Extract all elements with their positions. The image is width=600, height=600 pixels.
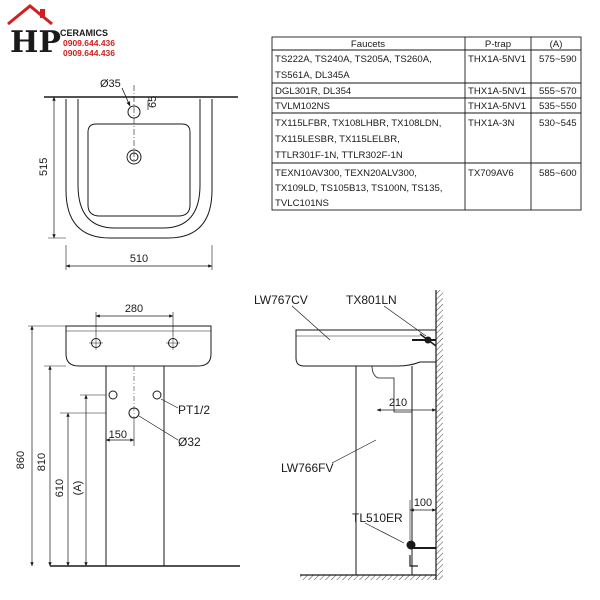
table-row: TS222A, TS240A, TS205A, TS260A, TS561A, … xyxy=(275,54,577,81)
angle-valve-handle xyxy=(419,333,437,347)
logo-name: CERAMICS xyxy=(60,28,108,38)
hole-leader xyxy=(121,87,131,107)
pedestal-leader xyxy=(331,439,377,464)
supply-right xyxy=(152,390,162,400)
table-cell-ptrap: THX1A-5NV1 xyxy=(468,101,526,112)
table-cell-a: 555~570 xyxy=(539,86,577,97)
table-row: DGL301R, DL354 THX1A-5NV1 555~570 xyxy=(275,86,577,97)
drain-hole xyxy=(126,149,142,165)
table-cell-faucets: TX109LD, TS105B13, TS100N, TS135, xyxy=(275,183,442,194)
faucet-table xyxy=(271,36,582,211)
drain-offset-label: 150 xyxy=(109,429,127,441)
stop-valve-icon xyxy=(406,540,416,550)
table-row: TVLM102NS THX1A-5NV1 535~550 xyxy=(275,101,577,112)
stop-valve-model-label: TL510ER xyxy=(352,511,403,525)
table-cell-faucets: TEXN10AV300, TEXN20ALV300, xyxy=(275,168,417,179)
table-header: Faucets P-trap (A) xyxy=(351,39,562,50)
basin-front xyxy=(65,325,212,367)
logo-initials: HP xyxy=(10,25,61,60)
table-header-faucets: Faucets xyxy=(351,39,385,50)
hole-spacing-label: 280 xyxy=(125,303,143,315)
top-view xyxy=(44,85,238,270)
table-header-a: (A) xyxy=(550,39,563,50)
pedestal-front xyxy=(105,365,165,567)
p-trap xyxy=(371,365,412,413)
logo-phone-2: 0909.644.436 xyxy=(63,48,115,58)
rim-height-label: 810 xyxy=(36,453,48,471)
table-cell-a: 585~600 xyxy=(539,168,577,179)
basin-bowl xyxy=(87,123,191,217)
stop-valve-connector xyxy=(409,555,418,567)
thread-label: PT1/2 xyxy=(178,403,210,417)
thread-leader xyxy=(160,398,179,409)
table-cell-faucets: TVLM102NS xyxy=(275,101,330,112)
side-view xyxy=(291,290,443,580)
basin-rim xyxy=(77,99,201,229)
table-cell-ptrap: THX1A-5NV1 xyxy=(468,86,526,97)
table-cell-a: 530~545 xyxy=(539,118,577,129)
basin-leader xyxy=(291,305,331,341)
total-height-label: 860 xyxy=(15,451,27,469)
pedestal-model-label: LW766FV xyxy=(281,461,333,475)
drain-leader xyxy=(138,415,179,441)
basin-side xyxy=(295,329,437,367)
table-cell-faucets: TX115LFBR, TX108LHBR, TX108LDN, xyxy=(275,118,441,129)
logo-phone-1: 0909.644.436 xyxy=(63,38,115,48)
floor-hatch xyxy=(300,575,436,580)
hole-diameter-label: Ø35 xyxy=(100,78,121,90)
width-label: 510 xyxy=(130,253,148,265)
table-cell-faucets: DGL301R, DL354 xyxy=(275,86,352,97)
basin-outline xyxy=(65,99,213,239)
valve-leader xyxy=(383,305,427,337)
table-cell-faucets: TX115LESBR, TX115LELBR, xyxy=(275,134,400,145)
a-height-label: (A) xyxy=(72,481,84,496)
valve-offset-label: 100 xyxy=(414,497,432,509)
table-cell-a: 535~550 xyxy=(539,101,577,112)
table-cell-ptrap: THX1A-5NV1 xyxy=(468,54,526,65)
trap-projection-label: 210 xyxy=(389,397,407,409)
depth-label: 515 xyxy=(38,158,50,176)
table-cell-faucets: TVLC101NS xyxy=(275,198,329,209)
table-cell-faucets: TS561A, DL345A xyxy=(275,70,350,81)
table-header-ptrap: P-trap xyxy=(485,39,511,50)
table-cell-ptrap: TX709AV6 xyxy=(468,168,514,179)
table-cell-faucets: TTLR301F-1N, TTLR302F-1N xyxy=(275,150,403,161)
table-row: TX115LFBR, TX108LHBR, TX108LDN, TX115LES… xyxy=(275,118,577,161)
stop-valve-leader xyxy=(364,522,405,544)
supply-left xyxy=(108,390,118,400)
drain-outlet xyxy=(128,407,140,419)
brand-logo: HP CERAMICS 0909.644.436 0909.644.436 xyxy=(7,4,115,60)
hole-offset-label: 65 xyxy=(147,96,159,108)
basin-model-label: LW767CV xyxy=(254,293,308,307)
pedestal-side xyxy=(355,366,413,575)
drain-diameter-label: Ø32 xyxy=(178,435,201,449)
table-cell-faucets: TS222A, TS240A, TS205A, TS260A, xyxy=(275,54,432,65)
table-cell-a: 575~590 xyxy=(539,54,577,65)
wall-hatch xyxy=(436,290,443,580)
table-row: TEXN10AV300, TEXN20ALV300, TX109LD, TS10… xyxy=(275,168,577,209)
drain-height-label: 610 xyxy=(54,479,66,497)
table-border xyxy=(271,36,582,211)
front-view xyxy=(28,312,240,567)
house-roof-icon xyxy=(7,4,53,26)
table-cell-ptrap: THX1A-3N xyxy=(468,118,514,129)
chimney-icon xyxy=(40,9,45,18)
valve-model-label: TX801LN xyxy=(346,293,397,307)
